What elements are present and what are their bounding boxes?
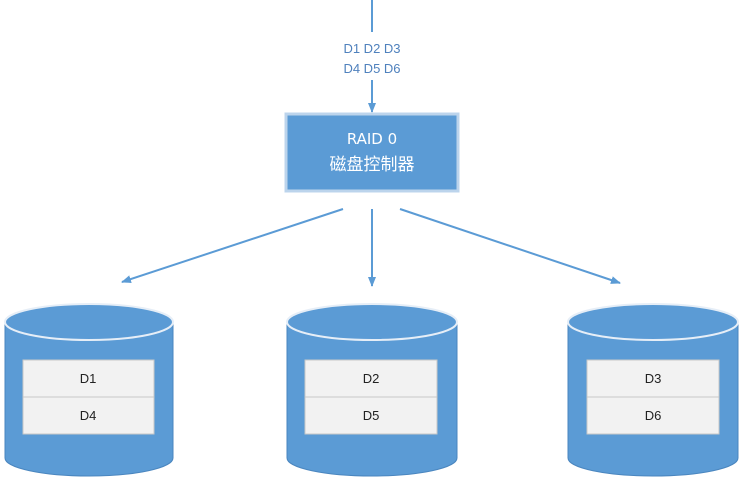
disk-2: D2 D5	[286, 303, 458, 477]
disk-3-block-1-label: D3	[645, 371, 662, 386]
disk-3-block-2-label: D6	[645, 408, 662, 423]
arrow-to-disk-1	[121, 208, 344, 283]
disk-1-block-1	[22, 359, 155, 398]
disk-3: D3 D6	[567, 303, 739, 477]
arrow-to-disk-3	[399, 208, 621, 284]
disk-2-block-2-label: D5	[363, 408, 380, 423]
disk-3-block-2	[586, 396, 720, 435]
disk-2-block-1	[304, 359, 438, 398]
disk-1-block-1-label: D1	[80, 371, 97, 386]
disk-2-block-1-label: D2	[363, 371, 380, 386]
disk-2-block-2	[304, 396, 438, 435]
input-data-line1: D1 D2 D3	[343, 41, 400, 56]
disk-1-block-2	[22, 396, 155, 435]
controller-title: RAID 0	[347, 130, 397, 148]
controller-subtitle: 磁盘控制器	[330, 155, 415, 175]
raid-controller: RAID 0 磁盘控制器	[284, 112, 460, 193]
disk-1: D1 D4	[4, 303, 174, 477]
input-data-line2: D4 D5 D6	[343, 61, 400, 76]
disk-1-block-2-label: D4	[80, 408, 97, 423]
